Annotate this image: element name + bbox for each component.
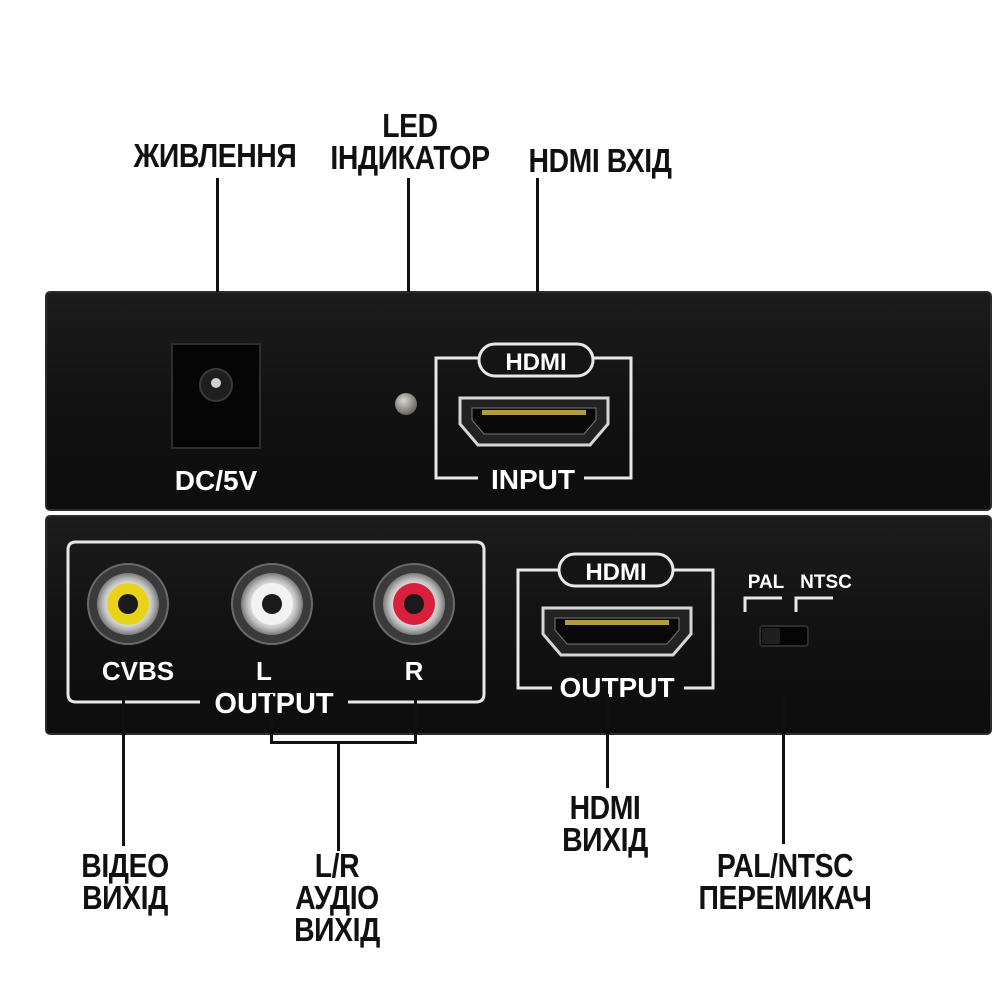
callout-video-output: ВІДЕО ВИХІД <box>81 847 169 916</box>
rca-output-caption: OUTPUT <box>214 688 334 720</box>
dc-label: DC/5V <box>175 465 258 496</box>
leader-power <box>216 178 219 292</box>
leader-switch <box>782 694 785 844</box>
hdmi-output-port: HDMI OUTPUT <box>516 552 715 703</box>
leader-audio-stem <box>337 741 340 851</box>
audio-left-label: L <box>256 656 272 686</box>
callout-hdmi-input: HDMI ВХІД <box>528 142 672 179</box>
hdmi-output-caption: OUTPUT <box>559 672 674 703</box>
leader-hdmi-in <box>536 178 539 292</box>
callout-pal-ntsc-switch: PAL/NTSC ПЕРЕМИКАЧ <box>698 847 872 916</box>
leader-hdmi-out <box>606 694 609 788</box>
hdmi-output-badge: HDMI <box>585 559 646 586</box>
pal-label: PAL <box>748 572 785 593</box>
audio-right-jack <box>373 563 455 645</box>
hdmi-input-caption: INPUT <box>491 464 575 495</box>
callout-hdmi-output: HDMI ВИХІД <box>562 789 648 858</box>
ntsc-label: NTSC <box>800 572 852 593</box>
leader-led <box>407 178 410 292</box>
audio-left-jack <box>231 563 313 645</box>
hdmi-input-port: HDMI INPUT <box>434 342 633 495</box>
hdmi-input-badge: HDMI <box>505 349 566 376</box>
audio-right-label: R <box>405 656 424 686</box>
leader-video-out <box>122 694 125 846</box>
callout-power: ЖИВЛЕННЯ <box>133 137 297 174</box>
dc-power-jack <box>171 343 261 449</box>
pal-ntsc-switch: PAL NTSC <box>743 572 852 647</box>
top-panel: DC/5V HDMI INPUT <box>45 291 992 511</box>
leader-audio-bar <box>270 741 417 744</box>
bottom-panel: CVBS L R OUTPUT HDMI OUTPUT PAL NTSC <box>45 515 992 735</box>
cvbs-jack <box>87 563 169 645</box>
led-indicator <box>395 393 417 415</box>
leader-audio-right <box>414 694 417 742</box>
leader-audio-left <box>270 694 273 742</box>
callout-audio-output: L/R АУДІО ВИХІД <box>294 847 380 948</box>
callout-led: LED ІНДИКАТОР <box>330 107 490 176</box>
cvbs-label: CVBS <box>102 656 174 686</box>
